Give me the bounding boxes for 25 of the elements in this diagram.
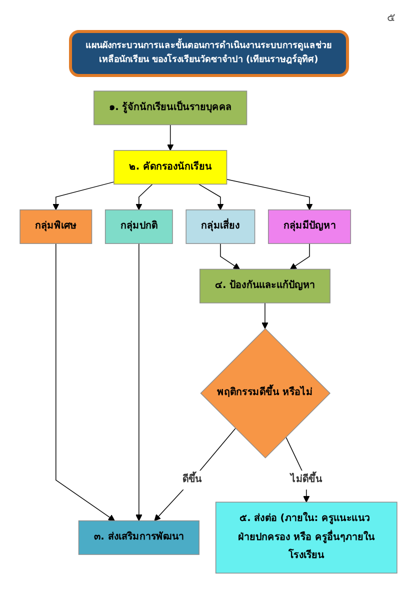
node-box: กลุ่มพิเศษ (20, 209, 92, 244)
arrow (154, 428, 236, 521)
arrow (290, 242, 310, 270)
edge-label: ไม่ดีขึ้น (290, 473, 322, 485)
arrow (136, 184, 153, 210)
node-box: กลุ่มมีปัญหา (268, 209, 352, 244)
node-box: กลุ่มปกติ (104, 209, 173, 244)
node-box: ๕. ส่งต่อ (ภายใน: ครูแนะแนว ฝ่ายปกครอง หรือ ครูอื่นๆภายในโรงเรียน (215, 502, 398, 574)
arrow (56, 242, 115, 521)
edge-label: ดีขึ้น (182, 473, 202, 485)
arrow (136, 242, 142, 521)
arrow (226, 178, 313, 210)
title-banner: แผนผังกระบวนการและขั้นตอนการดำเนินงานระบบการดูแลช่วยเหลือนักเรียน ของโรงเรียนวัดซาจำปา (เทียนราษฎร์อุทิศ) (68, 30, 348, 77)
node-box: ๓. ส่งเสริมการพัฒนา (78, 520, 200, 555)
arrow (262, 302, 268, 329)
arrow (198, 184, 224, 210)
node-box: ๒. คัดกรองนักเรียน (114, 150, 228, 184)
node-box: ๔. ป้องกันและแก้ปัญหา (200, 268, 330, 304)
arrow (167, 124, 174, 151)
node-box: กลุ่มเสี่ยง (186, 209, 256, 244)
page-number: ๕ (387, 10, 395, 26)
node-box: ๑. รู้จักนักเรียนเป็นรายบุคคล (94, 90, 248, 125)
arrow (220, 242, 240, 270)
node-diamond: พฤติกรรมดีขึ้น หรือไม่ (200, 328, 330, 458)
arrow (52, 181, 114, 210)
